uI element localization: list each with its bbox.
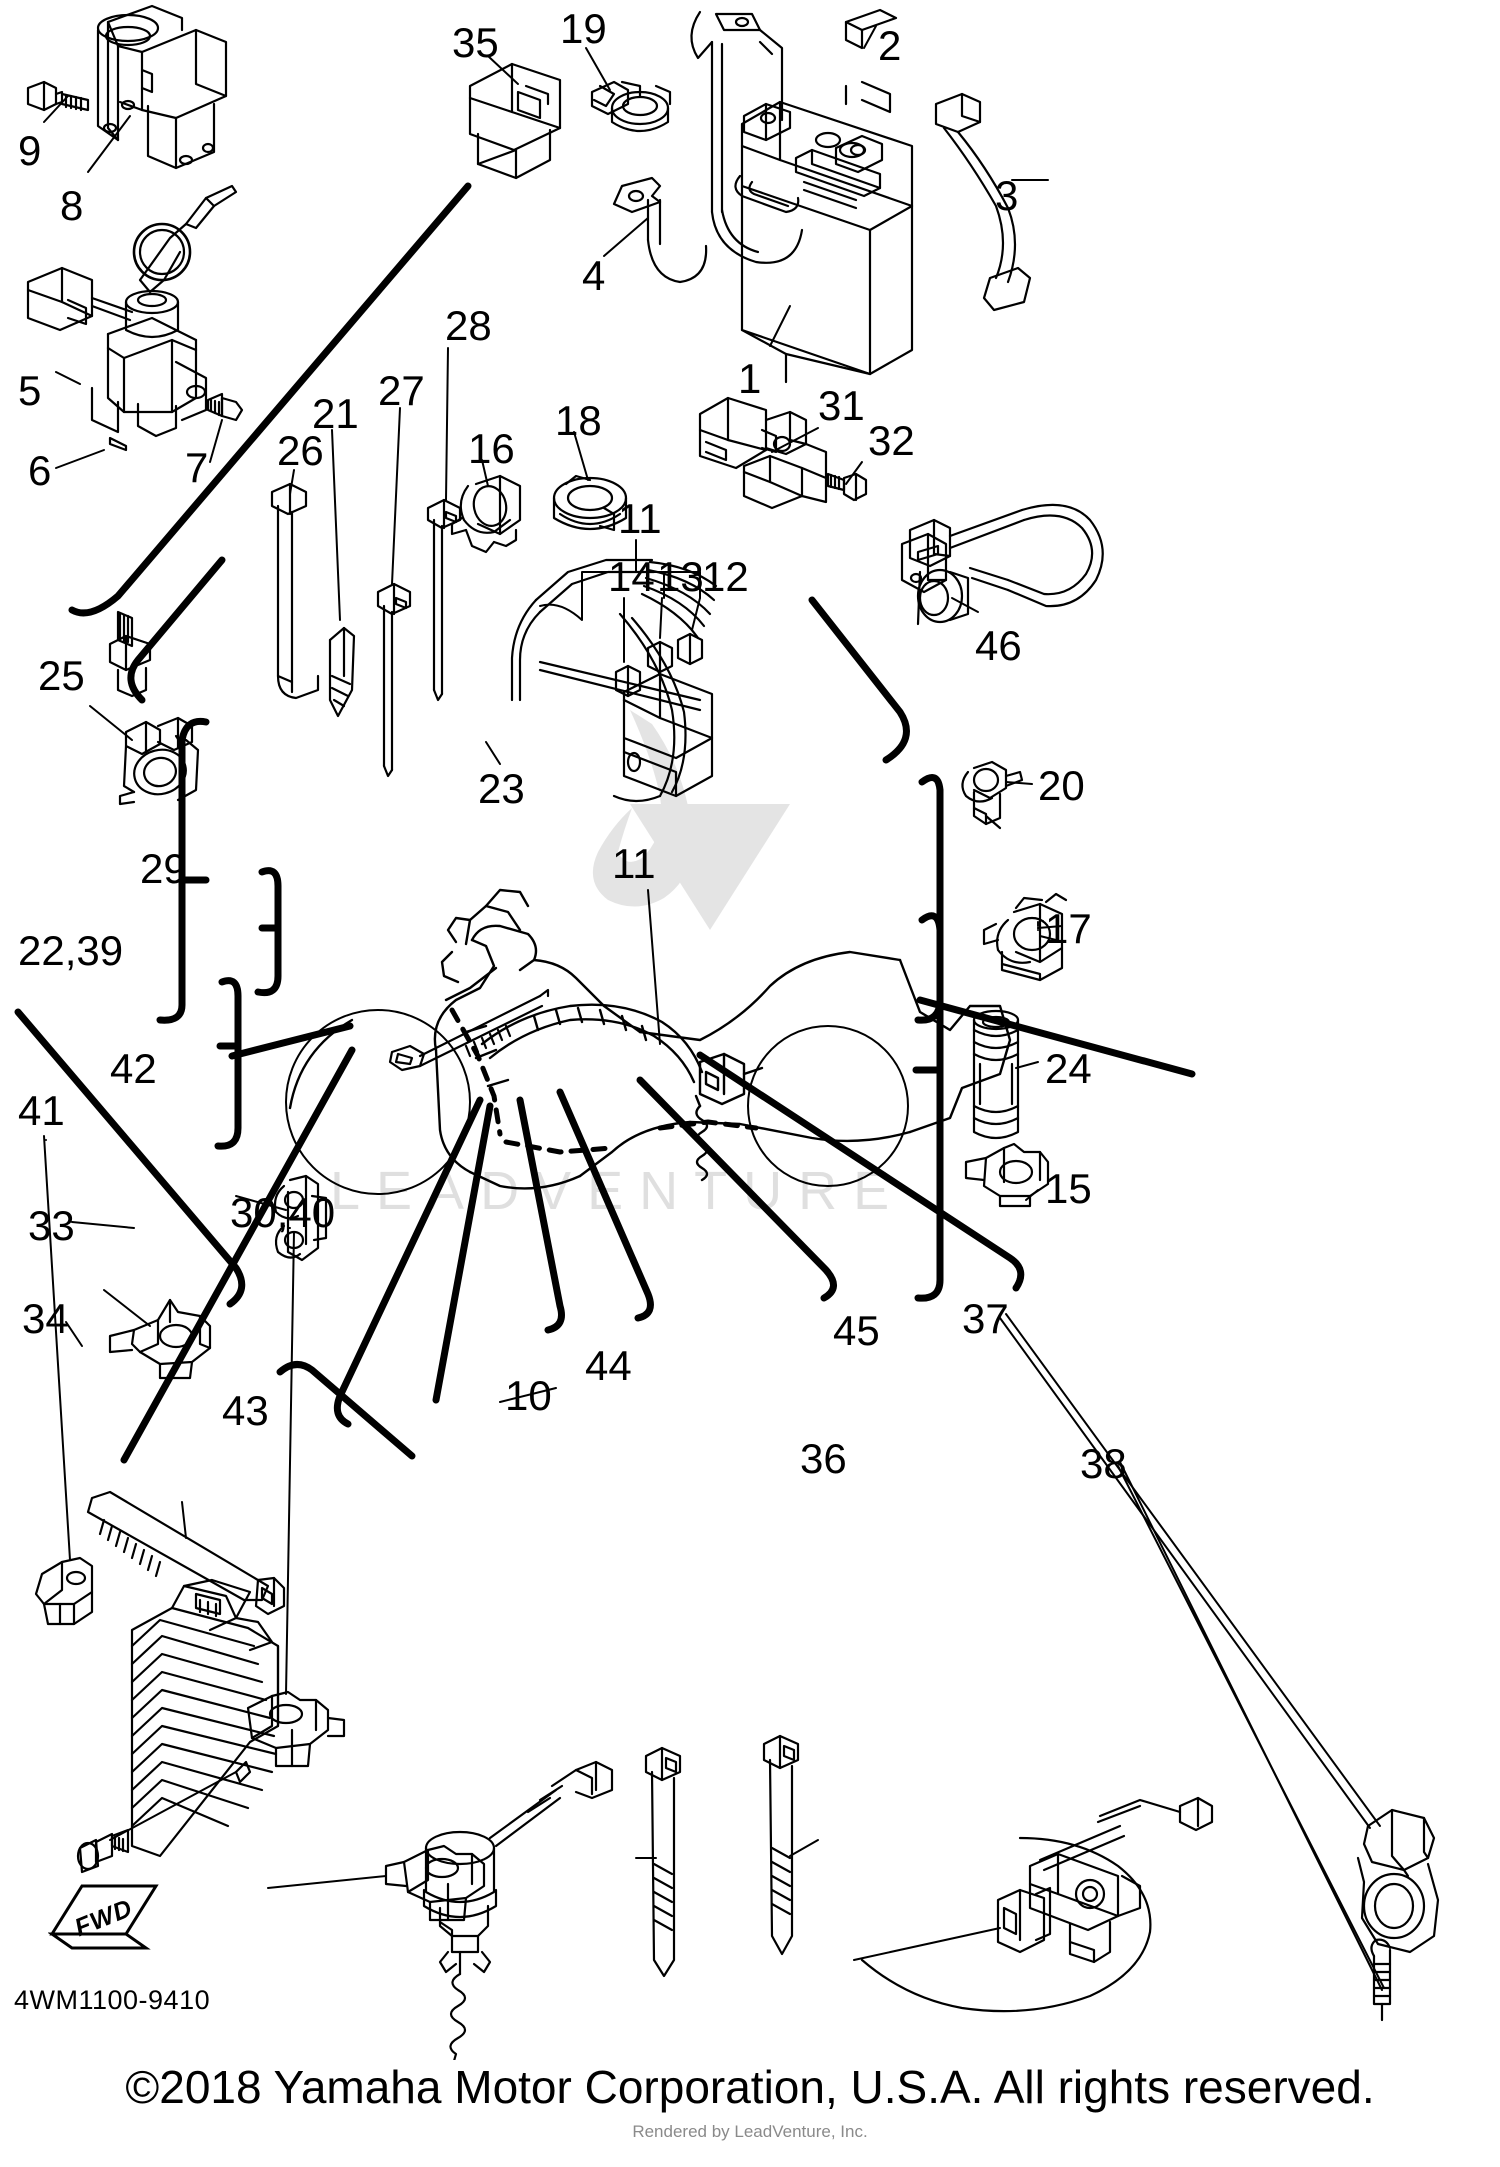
- part-3-negative-cable: [934, 92, 1032, 312]
- callout-37: 37: [962, 1295, 1009, 1342]
- callout-35: 35: [452, 19, 499, 66]
- part-15-clamp: [964, 1142, 1050, 1208]
- callout-1: 1: [738, 355, 762, 402]
- callout-36: 36: [800, 1435, 847, 1482]
- part-38-screw: [1370, 1938, 1392, 2022]
- part-16-clamp: [450, 474, 522, 554]
- part-41-clip: [34, 1556, 94, 1626]
- part-35-relay: [468, 62, 562, 180]
- callout-29: 29: [140, 845, 187, 892]
- callout-46: 46: [975, 622, 1022, 669]
- part-45-cable-tie: [762, 1734, 800, 1956]
- part-33-rectifier: [109, 1578, 280, 1858]
- callout-31: 31: [818, 382, 865, 429]
- callout-11: 11: [612, 840, 656, 887]
- callout-43: 43: [222, 1387, 269, 1434]
- part-25-band-clamp: [118, 716, 200, 806]
- callout-16: 16: [468, 425, 515, 472]
- callout-38: 38: [1080, 1440, 1127, 1487]
- part-42-cable-tie: [86, 1490, 286, 1616]
- callout-11: 11: [618, 495, 662, 542]
- part-17-clamp: [982, 892, 1068, 982]
- callout-25: 25: [38, 652, 85, 699]
- callout-30-40: 30,40: [230, 1189, 336, 1236]
- group-bracket-lines: [14, 182, 1196, 1464]
- part-43-clip: [384, 1844, 486, 1922]
- callout-19: 19: [560, 5, 607, 52]
- part-30-40-clip: [246, 1690, 346, 1768]
- part-6-bolt: [108, 610, 152, 698]
- part-26-clamp: [270, 482, 320, 700]
- callout-5: 5: [18, 367, 42, 414]
- callout-12: 12: [702, 553, 749, 600]
- part-9-bolt: [26, 80, 90, 112]
- callout-9: 9: [18, 127, 42, 174]
- callout-26: 26: [277, 427, 324, 474]
- part-21-tool: [328, 626, 356, 718]
- part-20-clip: [961, 760, 1024, 830]
- callout-17: 17: [1045, 905, 1092, 952]
- part-10-switch: [422, 1760, 614, 2060]
- callout-15: 15: [1045, 1165, 1092, 1212]
- copyright-notice: ©2018 Yamaha Motor Corporation, U.S.A. A…: [125, 2061, 1375, 2113]
- parts-diagram: [14, 4, 1440, 2060]
- callout-4: 4: [582, 252, 606, 299]
- diagram-part-number: 4WM1100-9410: [14, 1985, 211, 2015]
- callout-20: 20: [1038, 762, 1085, 809]
- callout-8: 8: [60, 182, 84, 229]
- callout-24: 24: [1045, 1045, 1092, 1092]
- part-28-cable-tie: [426, 498, 462, 702]
- part-22-39-clip: [108, 1298, 212, 1380]
- exploded-view-linework: [14, 4, 1440, 2060]
- callout-22-39: 22,39: [18, 927, 124, 974]
- rendered-by-notice: Rendered by LeadVenture, Inc.: [632, 2122, 868, 2141]
- callout-10: 10: [505, 1372, 552, 1419]
- callout-34: 34: [22, 1295, 69, 1342]
- fwd-orientation-arrow: FWD: [47, 1880, 168, 1960]
- part-37-cover: [1356, 1808, 1440, 1954]
- callout-41: 41: [18, 1087, 65, 1134]
- callout-18: 18: [555, 397, 602, 444]
- part-7-bolt: [206, 392, 244, 422]
- part-46-connector: [900, 503, 1104, 626]
- part-31-fuse-block: [698, 396, 828, 510]
- callout-14: 14: [608, 553, 655, 600]
- callout-3: 3: [995, 172, 1019, 219]
- part-44-cable-tie: [644, 1746, 682, 1978]
- part-4-terminal-lug: [612, 176, 708, 284]
- part-24-damper: [972, 1009, 1020, 1140]
- part-32-bolt: [826, 472, 868, 502]
- callout-2: 2: [878, 22, 902, 69]
- part-5-main-switch: [26, 184, 238, 452]
- part-18-grommet: [552, 474, 628, 532]
- callout-27: 27: [378, 367, 425, 414]
- part-19-terminal-cover: [590, 80, 672, 133]
- callout-33: 33: [28, 1202, 75, 1249]
- callout-23: 23: [478, 765, 525, 812]
- callout-42: 42: [110, 1045, 157, 1092]
- callout-45: 45: [833, 1307, 880, 1354]
- callout-44: 44: [585, 1342, 632, 1389]
- part-2-battery-band: [690, 8, 898, 264]
- part-8-bracket: [96, 4, 228, 170]
- part-36-relay: [860, 1796, 1214, 2013]
- callout-21: 21: [312, 390, 359, 437]
- part-27-cable-tie: [376, 582, 412, 778]
- motorcycle-frame-outline: [285, 888, 1012, 1195]
- part-1-battery: [734, 100, 914, 384]
- callout-6: 6: [28, 447, 52, 494]
- callout-13: 13: [657, 553, 704, 600]
- callout-32: 32: [868, 417, 915, 464]
- callout-28: 28: [445, 302, 492, 349]
- part-34-bolt: [76, 1828, 130, 1874]
- callout-7: 7: [185, 444, 209, 491]
